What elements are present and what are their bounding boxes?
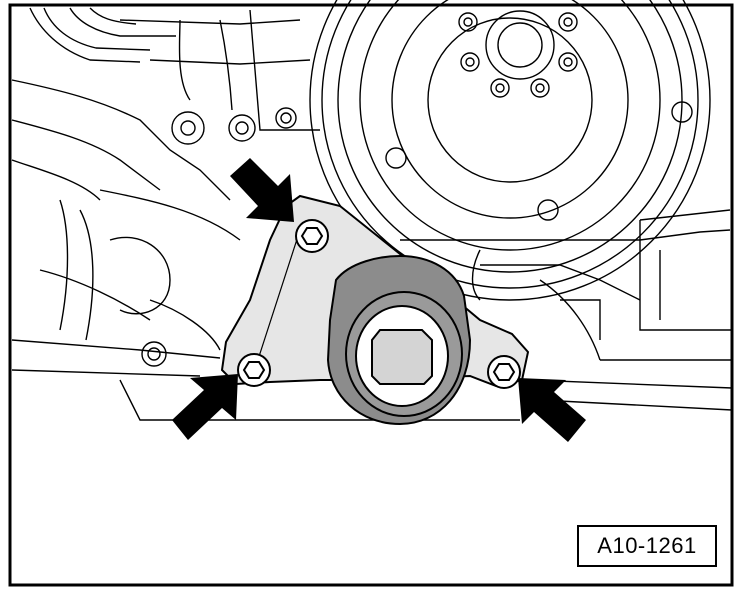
- reference-code-label: A10-1261: [577, 525, 717, 567]
- bolt-icon: [487, 355, 521, 389]
- bolt-icon: [295, 219, 329, 253]
- flywheel-outer: [309, 0, 711, 301]
- damper-bushing: [326, 254, 472, 426]
- arrow-icon: [230, 158, 294, 222]
- arrow-icon: [172, 374, 238, 440]
- bolt-icon: [237, 353, 271, 387]
- arrow-icon: [518, 378, 586, 442]
